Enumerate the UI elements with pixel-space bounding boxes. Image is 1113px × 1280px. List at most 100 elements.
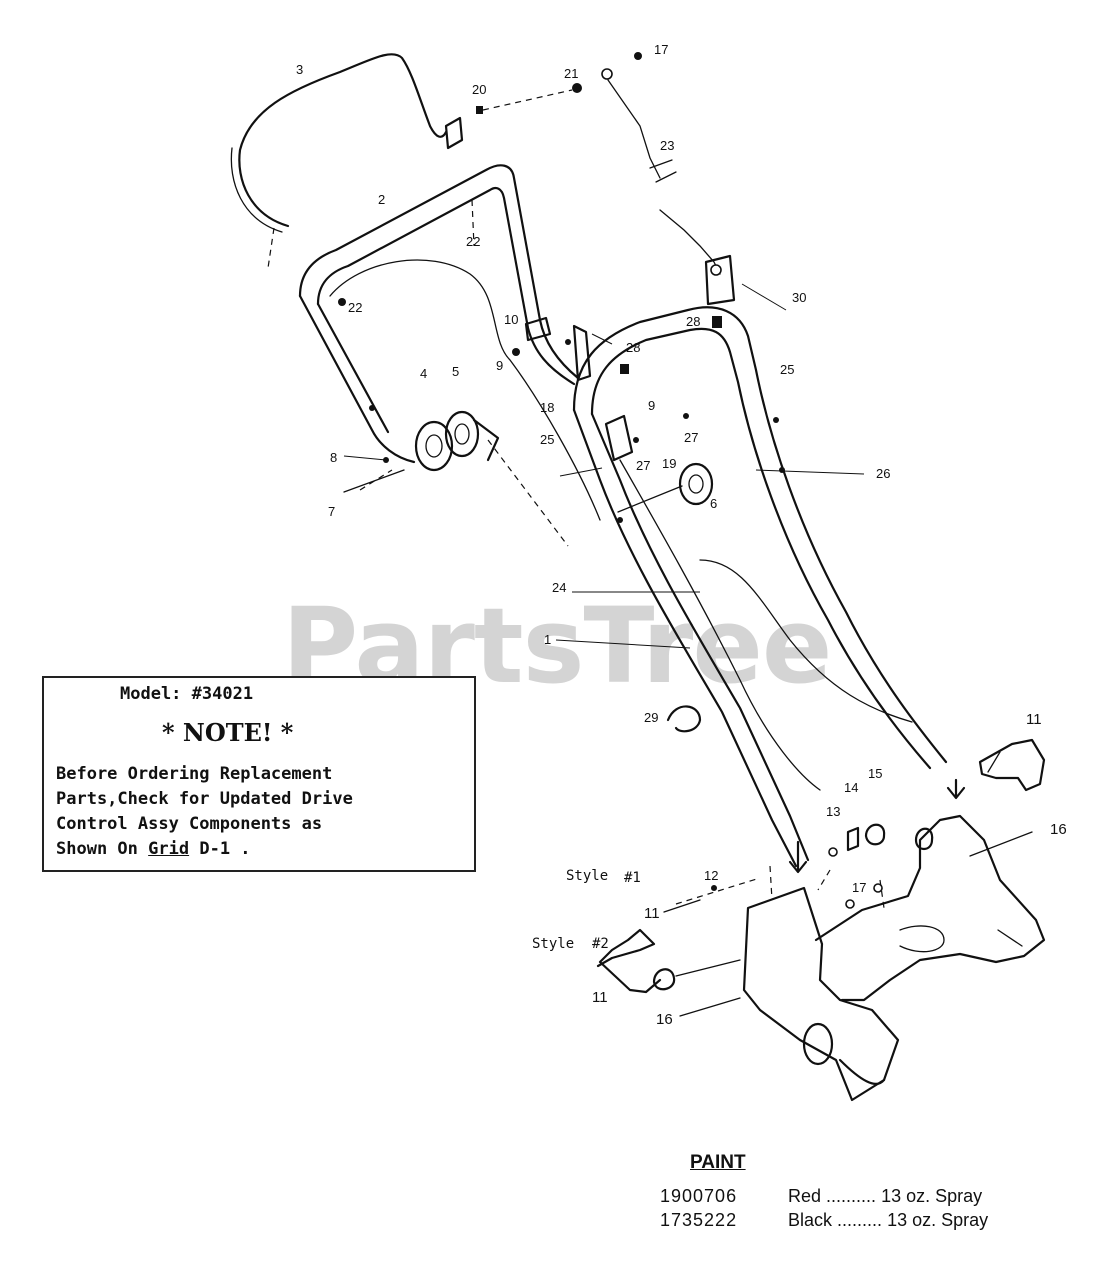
mower-deck-housing[interactable] <box>742 886 900 1102</box>
part-23-cable[interactable] <box>607 79 721 275</box>
part-29-clip[interactable] <box>666 705 702 733</box>
label-part-22-top: 22 <box>466 234 480 249</box>
label-part-18: 18 <box>540 400 554 415</box>
paint-title: PAINT <box>690 1152 746 1173</box>
part-2-upper-handle-edge <box>316 187 576 386</box>
label-part-13: 13 <box>826 804 840 819</box>
paint-part-number: 1735222 <box>660 1210 738 1230</box>
paint-description: 13 oz. Spray <box>887 1210 989 1230</box>
label-part-23: 23 <box>660 138 674 153</box>
part-3-bail[interactable] <box>238 53 448 228</box>
paint-description: 13 oz. Spray <box>881 1186 983 1206</box>
label-part-24: 24 <box>552 580 566 595</box>
note-line-3: Control Assy Components as <box>56 814 323 834</box>
label-part-9-left: 9 <box>496 358 503 373</box>
label-part-6: 6 <box>710 496 717 511</box>
paint-row: 1735222 Black ......... 13 oz. Spray <box>660 1210 988 1231</box>
paint-dots: ......... <box>837 1210 883 1230</box>
note-grid-ref: D-1 . <box>199 839 251 859</box>
drive-cable-loop <box>329 259 601 521</box>
part-11-style2-lever[interactable] <box>596 928 662 994</box>
label-part-14: 14 <box>844 780 858 795</box>
style-2-label: Style <box>532 936 574 952</box>
part-3-bail-inner <box>230 147 283 233</box>
note-line-2: Parts,Check for Updated Drive <box>56 789 353 809</box>
note-line-4-prefix: Shown On <box>56 839 138 859</box>
label-part-11-style1: 11 <box>644 905 660 922</box>
label-part-12: 12 <box>704 868 718 883</box>
part-2-upper-handle[interactable] <box>298 164 580 380</box>
label-part-7: 7 <box>328 504 335 519</box>
part-28b <box>712 316 722 328</box>
paint-row: 1900706 Red .......... 13 oz. Spray <box>660 1186 982 1207</box>
mower-deck-side <box>814 814 1046 1002</box>
part-15-knob[interactable] <box>864 823 886 846</box>
note-model: Model: #34021 <box>120 684 254 704</box>
label-part-28-right: 28 <box>686 314 700 329</box>
note-title: * NOTE! * <box>162 718 294 747</box>
label-part-22-left: 22 <box>348 300 362 315</box>
paint-color: Black <box>788 1210 833 1230</box>
part-14-washer[interactable] <box>846 826 860 852</box>
part-7-bolt[interactable] <box>343 469 405 493</box>
part-16-bolt-lower[interactable] <box>679 997 741 1017</box>
part-6-knob[interactable] <box>678 462 714 506</box>
label-part-25-right: 25 <box>780 362 794 377</box>
label-part-8: 8 <box>330 450 337 465</box>
label-part-29: 29 <box>644 710 658 725</box>
label-part-5: 5 <box>452 364 459 379</box>
label-part-28-left: 28 <box>626 340 640 355</box>
label-part-9-right: 9 <box>648 398 655 413</box>
note-line-4: Shown On Grid D-1 . <box>56 837 468 862</box>
label-part-3: 3 <box>296 62 303 77</box>
label-part-19: 19 <box>662 456 676 471</box>
part-26-lower-handle-inner <box>590 327 932 770</box>
label-part-16-lower: 16 <box>656 1011 673 1028</box>
label-part-15: 15 <box>868 766 882 781</box>
style-1-label: Style <box>566 868 608 884</box>
style-2-number: #2 <box>592 936 609 952</box>
part-11-bolt-style1[interactable] <box>663 899 701 913</box>
part-10-link[interactable] <box>524 316 552 342</box>
note-body: Before Ordering Replacement Parts,Check … <box>56 762 468 862</box>
label-part-25-left: 25 <box>540 432 554 447</box>
note-grid-link[interactable]: Grid <box>148 839 190 859</box>
part-4-cam[interactable] <box>414 420 454 472</box>
part-15-spring <box>914 827 934 851</box>
label-part-17-top: 17 <box>654 42 668 57</box>
part-2-upper-handle-left-leg <box>298 294 416 464</box>
part-30-bracket[interactable] <box>704 254 736 306</box>
note-box: Model: #34021 * NOTE! * Before Ordering … <box>42 676 476 872</box>
paint-color: Red <box>788 1186 822 1206</box>
part-16-bolt-upper[interactable] <box>969 831 1033 857</box>
label-part-2: 2 <box>378 192 385 207</box>
part-26-lower-handle[interactable] <box>572 306 948 764</box>
label-part-1: 1 <box>544 632 551 647</box>
label-part-21: 21 <box>564 66 578 81</box>
label-part-16-right: 16 <box>1050 821 1067 838</box>
part-24-cable[interactable] <box>619 459 821 791</box>
label-part-4: 4 <box>420 366 427 381</box>
part-11-style2-knob <box>652 968 676 991</box>
label-part-30: 30 <box>792 290 806 305</box>
label-part-11-style2: 11 <box>592 989 608 1006</box>
paint-part-number: 1900706 <box>660 1186 738 1206</box>
label-part-27-left: 27 <box>636 458 650 473</box>
part-20-screw <box>476 106 483 114</box>
label-part-26: 26 <box>876 466 890 481</box>
part-11-handle-grip[interactable] <box>978 738 1046 792</box>
part-1-left-tube[interactable] <box>572 408 810 868</box>
part-18-bracket[interactable] <box>604 414 634 462</box>
label-part-10: 10 <box>504 312 518 327</box>
part-5-bracket <box>472 418 500 462</box>
part-28a <box>620 364 629 374</box>
paint-dots: .......... <box>826 1186 877 1206</box>
part-5-gear[interactable] <box>444 410 480 458</box>
label-part-27-right: 27 <box>684 430 698 445</box>
part-20-clip[interactable] <box>444 116 464 150</box>
label-part-17-lower: 17 <box>852 880 866 895</box>
label-part-11-top: 11 <box>1026 711 1042 728</box>
style-1-number: #1 <box>624 870 641 886</box>
